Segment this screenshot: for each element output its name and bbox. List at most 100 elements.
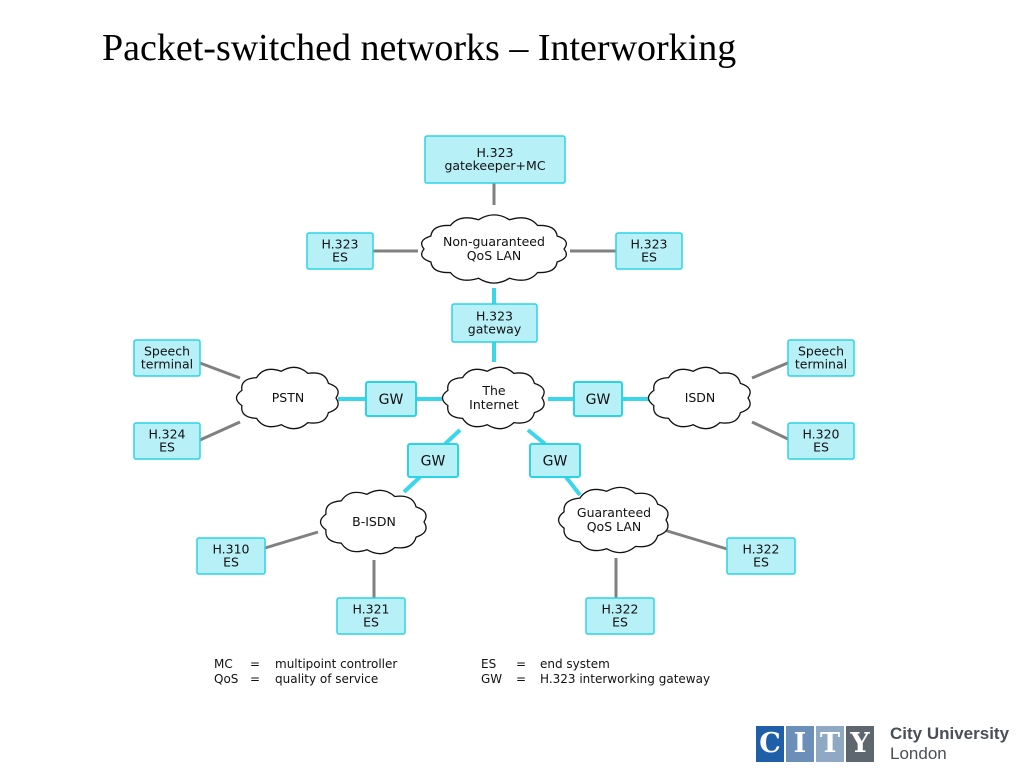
box-frame [787,339,855,377]
cloud-label: Non-guaranteed [443,234,545,249]
legend-equals: = [250,672,260,686]
legend-equals: = [516,657,526,671]
cloud-shape [647,366,751,430]
logo-name: City University [890,724,1010,743]
box-label: H.323 [630,237,667,252]
box-label: H.323 [321,237,358,252]
logo-letter-y: Y [846,726,874,762]
box-label: H.321 [352,602,389,617]
gateway-frame [573,381,623,417]
legend-equals: = [516,672,526,686]
box-frame [615,232,683,270]
legend-equals: = [250,657,260,671]
cloud-label: ISDN [685,390,716,405]
box-label: gatekeeper+MC [444,158,545,173]
legend-qos: QoS = quality of service [214,672,378,686]
legend-abbr: GW [481,672,502,686]
box-label: ES [612,615,628,630]
link-gw-gqos [564,475,582,497]
legend-es: ES = end system [481,657,610,671]
gateway-gw-left: GW [365,381,417,417]
box-label: Speech [798,344,844,359]
legend-abbr: QoS [214,672,238,686]
logo-letter-t: T [816,726,844,762]
link-speech-right-isdn [751,360,791,380]
cloud-label: Guaranteed [577,505,651,520]
cloud-shape [421,214,567,284]
box-frame [726,537,796,575]
cloud-pstn: PSTN [235,366,339,430]
link-h322-right-gqos [663,528,728,551]
link-h310-bisdn [264,530,319,550]
gateway-frame [529,443,581,478]
legend-gw: GW=H.323 interworking gateway [481,672,710,686]
box-label: ES [223,555,239,570]
legend-abbr: ES [481,657,496,671]
cloud-bisdn: B-ISDN [319,489,427,555]
box-label: ES [813,440,829,455]
logo-letter-c: C [756,726,784,762]
box-label: terminal [795,357,847,372]
gateway-label: GW [421,454,446,470]
cloud-label: B-ISDN [352,514,396,529]
cloud-shape [441,366,545,430]
cloud-label: PSTN [272,390,304,405]
box-frame [336,597,406,635]
cloud-label: Internet [469,397,519,412]
legend-definition: multipoint controller [275,657,397,671]
gateway-frame [365,381,417,417]
cloud-isdn: ISDN [647,366,751,430]
box-frame [196,537,266,575]
box-frame [133,339,201,377]
box-label: ES [363,615,379,630]
link-speech-left-pstn [199,361,241,380]
box-label: H.323 [476,309,513,324]
gateway-gw-right: GW [573,381,623,417]
box-label: ES [332,250,348,265]
cloud-label: The [481,383,506,398]
link-gw-bisdn [402,475,422,494]
legend-definition: quality of service [275,672,378,686]
link-h324-pstn [199,420,241,442]
gateway-label: GW [586,392,611,408]
logo-city: London [890,744,947,763]
box-label: H.323 [476,145,513,160]
gateway-label: GW [379,392,404,408]
gateway-frame [407,443,459,478]
box-label: terminal [141,357,193,372]
gateway-gw-lower-right: GW [529,443,581,478]
cloud-shape [235,366,339,430]
cloud-label: QoS LAN [587,519,642,534]
box-frame [787,422,855,460]
box-frame [585,597,655,635]
link-internet-gw-lower-right [526,428,547,446]
legend-mc: MC=multipoint controller [214,657,397,671]
box-label: ES [753,555,769,570]
box-label: Speech [144,344,190,359]
box-frame [133,422,201,460]
box-label: H.310 [212,542,249,557]
link-internet-gw-lower-left [443,428,462,446]
logo-letter-i: I [786,726,814,762]
link-h320-isdn [751,420,791,442]
box-label: H.324 [148,427,185,442]
legend-definition: end system [540,657,610,671]
slide-title: Packet-switched networks – Interworking [102,27,737,69]
box-label: gateway [468,322,522,337]
box-frame [451,303,538,343]
box-frame [424,135,566,184]
gateway-label: GW [543,454,568,470]
box-label: ES [159,440,175,455]
